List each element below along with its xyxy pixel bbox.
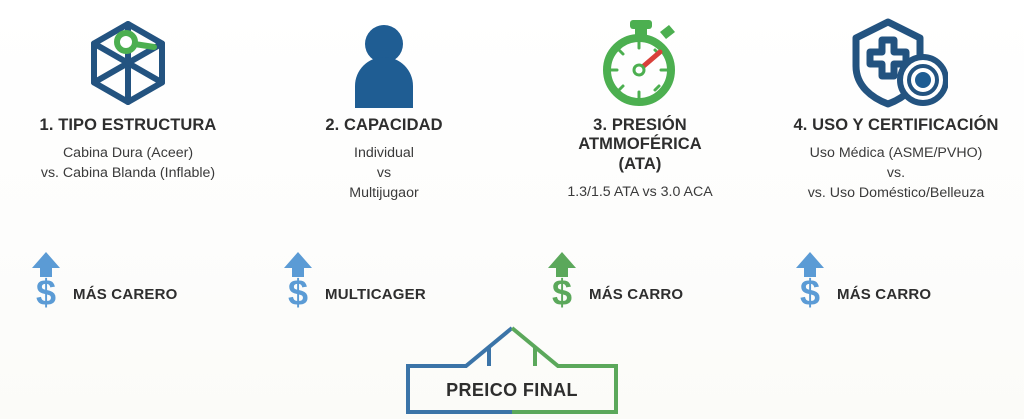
arrow-up-icon — [32, 252, 60, 277]
cost-glyph: $ — [280, 250, 316, 308]
arrow-up-icon — [796, 252, 824, 277]
upward-arrow-callout-icon — [406, 326, 618, 414]
svg-text:$: $ — [552, 272, 572, 308]
arrow-up-icon — [548, 252, 576, 277]
column-title: 2. CAPACIDAD — [325, 116, 443, 134]
cost-cell-tipo-estructura: $ MÁS CARERO — [0, 250, 256, 308]
cost-label: MÁS CARERO — [73, 286, 178, 303]
cost-label: MÁS CARRO — [837, 286, 932, 303]
dollar-sign-icon: $ — [800, 272, 820, 308]
dollar-sign-icon: $ — [288, 272, 308, 308]
dollar-sign-icon: $ — [552, 272, 572, 308]
svg-text:$: $ — [36, 272, 56, 308]
column-title: 4. USO Y CERTIFICACIÓN — [793, 116, 999, 134]
cost-cell-presion-atmosferica: $ MÁS CARRO — [512, 250, 768, 308]
stopwatch-icon — [592, 10, 688, 114]
column-subtitle: Individual vs Multijugaor — [349, 145, 419, 201]
arrow-up-icon — [284, 252, 312, 277]
column-tipo-estructura: 1. TIPO ESTRUCTURA Cabina Dura (Aceer) v… — [0, 10, 256, 184]
cost-indicator-row: $ MÁS CARERO $ — [0, 250, 1024, 308]
final-price-callout: PREICO FINAL — [398, 326, 626, 416]
column-title: 1. TIPO ESTRUCTURA — [39, 116, 217, 134]
cost-glyph: $ — [28, 250, 64, 308]
cost-glyph: $ — [792, 250, 828, 308]
criteria-columns: 1. TIPO ESTRUCTURA Cabina Dura (Aceer) v… — [0, 10, 1024, 203]
column-presion-atmosferica: 3. PRESIÓN ATMMOFÉRICA (ATA) 1.3/1.5 ATA… — [512, 10, 768, 203]
column-subtitle: Cabina Dura (Aceer) vs. Cabina Blanda (I… — [40, 145, 216, 182]
svg-text:$: $ — [800, 272, 820, 308]
cost-label: MULTICAGER — [325, 286, 426, 303]
cube-hexagon-icon — [82, 10, 174, 114]
column-subtitle: Uso Médica (ASME/PVHO) vs. vs. Uso Domés… — [807, 145, 985, 201]
column-capacidad: 2. CAPACIDAD Individual vs Multijugaor — [256, 10, 512, 203]
cost-glyph: $ — [544, 250, 580, 308]
cost-cell-capacidad: $ MULTICAGER — [256, 250, 512, 308]
person-icon — [338, 10, 430, 114]
cost-cell-uso-certificacion: $ MÁS CARRO — [768, 250, 1024, 308]
final-price-label: PREICO FINAL — [446, 380, 578, 400]
column-subtitle: 1.3/1.5 ATA vs 3.0 ACA — [567, 184, 713, 201]
svg-text:$: $ — [288, 272, 308, 308]
dollar-sign-icon: $ — [36, 272, 56, 308]
shield-cross-target-icon — [844, 10, 948, 114]
cost-label: MÁS CARRO — [589, 286, 684, 303]
column-title: 3. PRESIÓN ATMMOFÉRICA (ATA) — [578, 116, 702, 173]
column-uso-certificacion: 4. USO Y CERTIFICACIÓN Uso Médica (ASME/… — [768, 10, 1024, 203]
